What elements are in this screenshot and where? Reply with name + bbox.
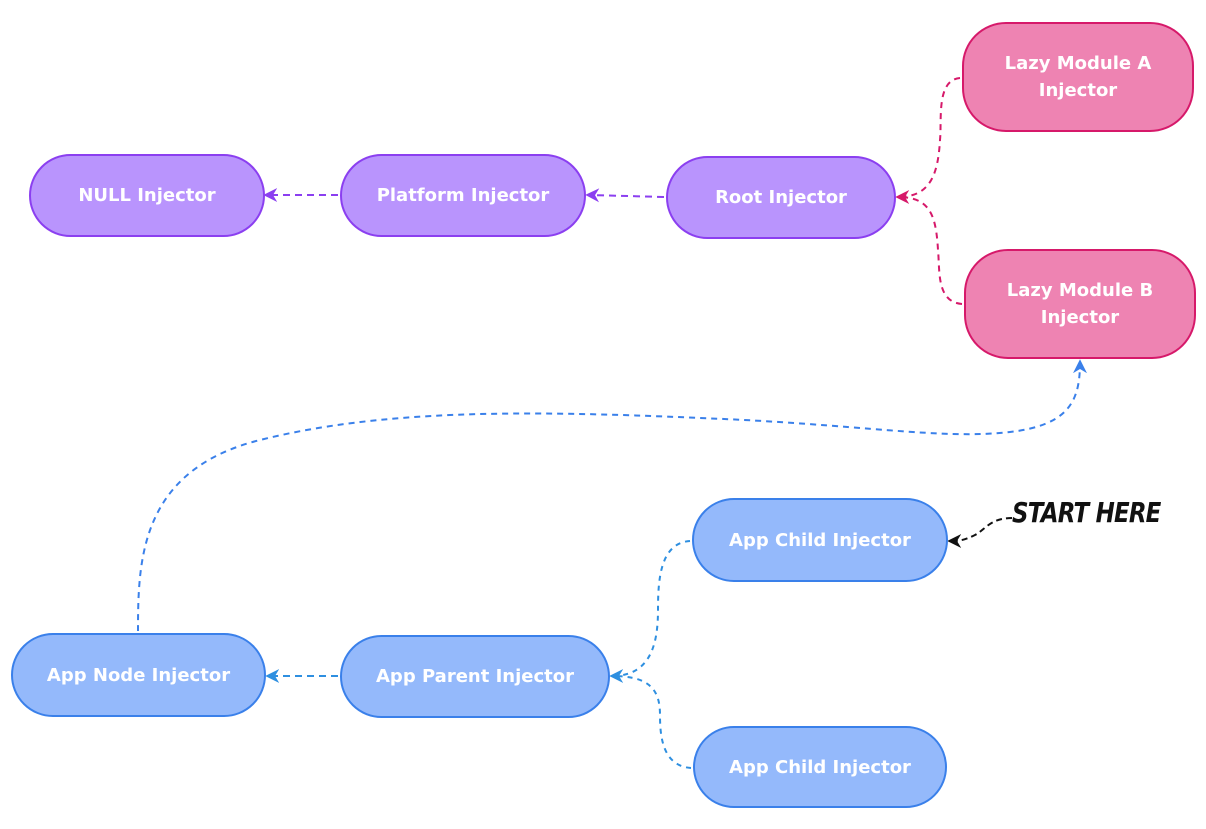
- null-injector-label: NULL Injector: [78, 185, 216, 206]
- start-here-annotation: START HERE: [1012, 496, 1161, 529]
- root-injector-node[interactable]: Root Injector: [666, 156, 896, 239]
- app-child-injector-label-2: App Child Injector: [729, 756, 911, 778]
- edge-child2-to-parent: [611, 675, 692, 769]
- edge-root-to-platform: [585, 188, 665, 203]
- edge-lazy-a-to-root: [895, 77, 961, 204]
- edge-app-node-to-lazy-b: [137, 359, 1087, 632]
- lazy-module-b-injector-node[interactable]: Lazy Module B Injector: [964, 249, 1196, 359]
- edge-lazy-b-to-root: [897, 196, 963, 305]
- lazy-module-b-injector-label: Lazy Module B Injector: [1006, 280, 1154, 328]
- lazy-module-a-injector-node[interactable]: Lazy Module A Injector: [962, 22, 1194, 132]
- app-child-injector-label-1: App Child Injector: [729, 529, 911, 551]
- platform-injector-label: Platform Injector: [376, 185, 550, 206]
- start-here-arrow: [947, 517, 1013, 548]
- app-child-injector-node-2[interactable]: App Child Injector: [693, 726, 947, 808]
- app-node-injector-node[interactable]: App Node Injector: [11, 633, 266, 717]
- app-parent-injector-node[interactable]: App Parent Injector: [340, 635, 610, 718]
- root-injector-label: Root Injector: [715, 187, 847, 208]
- app-parent-injector-label: App Parent Injector: [376, 666, 574, 687]
- app-child-injector-node-1[interactable]: App Child Injector: [692, 498, 948, 582]
- platform-injector-node[interactable]: Platform Injector: [340, 154, 586, 237]
- edge-child1-to-parent: [609, 540, 691, 683]
- lazy-module-a-injector-label: Lazy Module A Injector: [1004, 53, 1152, 101]
- app-node-injector-label: App Node Injector: [46, 664, 231, 686]
- null-injector-node[interactable]: NULL Injector: [29, 154, 265, 237]
